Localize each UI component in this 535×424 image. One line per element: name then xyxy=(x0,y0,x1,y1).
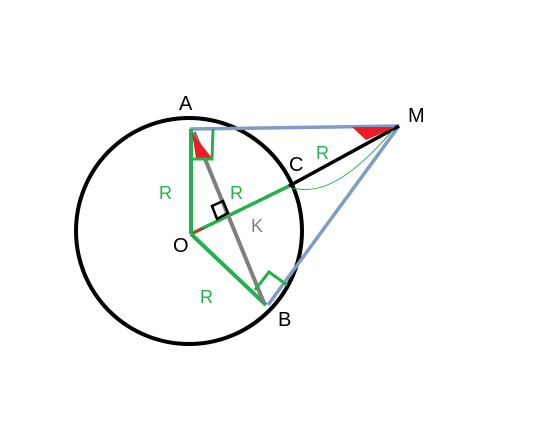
radius-OB xyxy=(189,232,268,307)
angle-mark-A xyxy=(192,133,212,158)
label-point-O: O xyxy=(173,235,189,257)
label-radius-OA: R xyxy=(159,183,172,203)
label-point-A: A xyxy=(179,93,193,115)
tangent-BM xyxy=(266,124,401,307)
segment-OC xyxy=(190,184,290,236)
right-angle-mark-A xyxy=(191,128,215,161)
label-radius-OB: R xyxy=(200,287,213,307)
segment-CM xyxy=(288,124,400,188)
right-angle-mark-K xyxy=(210,199,230,221)
circle xyxy=(74,116,304,346)
label-radius-CM: R xyxy=(316,143,329,163)
label-point-C: C xyxy=(289,154,303,176)
label-point-K: K xyxy=(251,216,263,236)
label-point-B: B xyxy=(278,309,291,331)
label-radius-OK: R xyxy=(230,183,243,203)
angle-mark-M xyxy=(352,127,396,140)
label-point-M: M xyxy=(408,105,425,127)
angle-mark-O xyxy=(192,227,205,234)
right-angle-mark-B xyxy=(253,269,288,291)
tangent-AM xyxy=(189,124,400,131)
cm-radius-mark xyxy=(291,129,394,191)
